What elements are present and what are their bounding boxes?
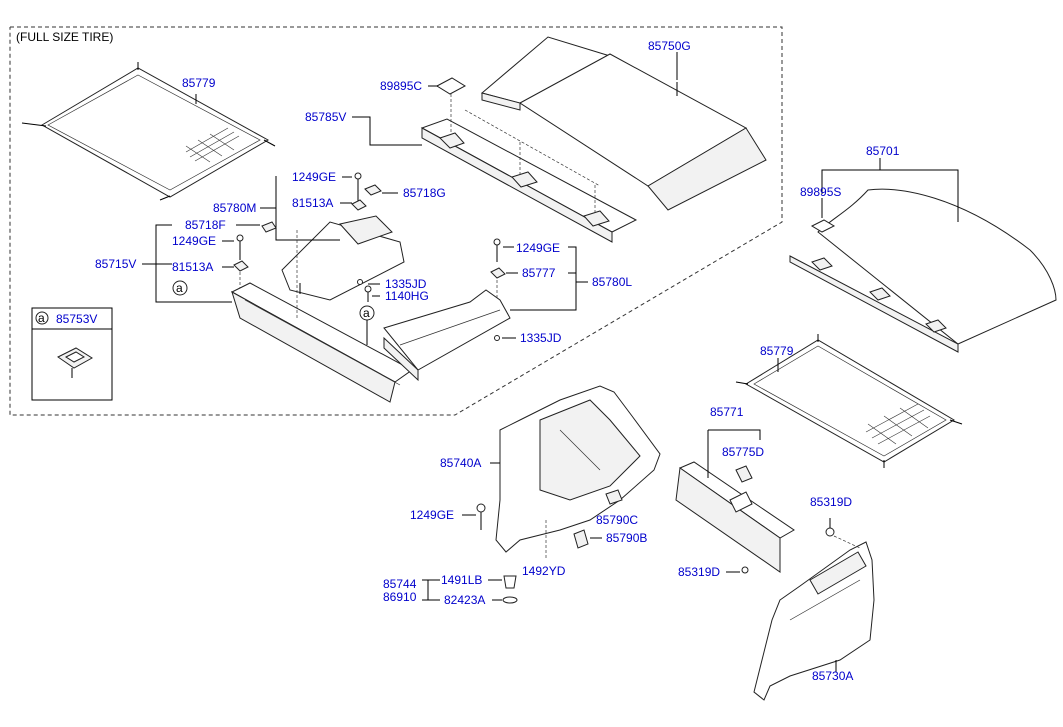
label-81513A-a: 81513A — [292, 196, 333, 210]
label-81513A-b: 81513A — [172, 260, 213, 274]
clip-85790C — [605, 489, 623, 505]
board-85785V — [420, 77, 638, 243]
label-85779-top: 85779 — [182, 76, 216, 90]
label-1140HG: 1140HG — [385, 289, 429, 303]
marker-a-left — [172, 280, 188, 296]
label-85730A: 85730A — [812, 669, 853, 683]
label-85319D-b: 85319D — [810, 495, 852, 509]
svg-text:a: a — [176, 281, 183, 295]
label-85753V: 85753V — [56, 312, 97, 326]
label-85777: 85777 — [522, 266, 556, 280]
label-85718F: 85718F — [185, 218, 226, 232]
label-85780M: 85780M — [213, 201, 256, 215]
label-85790C: 85790C — [596, 513, 638, 527]
label-85780L: 85780L — [592, 275, 632, 289]
label-85740A: 85740A — [440, 456, 481, 470]
label-85785V: 85785V — [305, 110, 346, 124]
label-85771: 85771 — [710, 405, 744, 419]
label-1249GE-a: 1249GE — [292, 170, 336, 184]
label-85701: 85701 — [866, 144, 900, 158]
label-85744: 85744 — [383, 577, 417, 591]
leader-85780M — [275, 176, 340, 241]
label-1335JD-a: 1335JD — [385, 277, 427, 291]
label-1492YD: 1492YD — [522, 564, 566, 578]
leader-85780L — [510, 246, 577, 311]
label-1249GE-d: 1249GE — [410, 508, 454, 522]
label-1335JD-b: 1335JD — [520, 331, 562, 345]
tray-85780M — [281, 215, 405, 301]
leader-85701 — [821, 169, 959, 222]
label-85715V: 85715V — [95, 257, 136, 271]
tray-85715V — [230, 282, 413, 403]
label-85790B: 85790B — [606, 531, 647, 545]
cargo-net-85779-mid — [735, 334, 963, 468]
clip-85790B — [573, 529, 589, 549]
detail-box-85753V — [31, 307, 113, 401]
cargo-net-85779-top — [21, 62, 276, 201]
part-1491LB — [503, 575, 517, 589]
label-85750G: 85750G — [648, 39, 691, 53]
label-1249GE-c: 1249GE — [516, 241, 560, 255]
svg-text:a: a — [363, 306, 370, 320]
label-86910: 86910 — [383, 590, 417, 604]
sill-plate-85771 — [675, 461, 795, 573]
tray-85780L — [383, 289, 511, 382]
full-size-tire-note: (FULL SIZE TIRE) — [16, 30, 113, 44]
clip-85753V — [57, 347, 93, 378]
leader-85785V — [352, 116, 422, 146]
label-85779-mid: 85779 — [760, 344, 794, 358]
cover-85701 — [789, 188, 1057, 353]
label-82423A: 82423A — [444, 593, 485, 607]
luggage-board-85750G — [480, 36, 767, 211]
side-trim-85740A — [495, 385, 661, 553]
rear-trim-85730A — [753, 541, 875, 701]
svg-text:a: a — [38, 311, 45, 325]
label-85319D-a: 85319D — [678, 565, 720, 579]
marker-a-detail — [35, 311, 49, 325]
label-89895S: 89895S — [800, 185, 841, 199]
label-85775D: 85775D — [722, 445, 764, 459]
part-82423A — [502, 596, 518, 604]
label-1249GE-b: 1249GE — [172, 234, 216, 248]
full-size-tire-region — [9, 26, 783, 416]
label-1491LB: 1491LB — [441, 573, 482, 587]
label-89895C: 89895C — [380, 79, 422, 93]
label-85718G: 85718G — [403, 186, 446, 200]
